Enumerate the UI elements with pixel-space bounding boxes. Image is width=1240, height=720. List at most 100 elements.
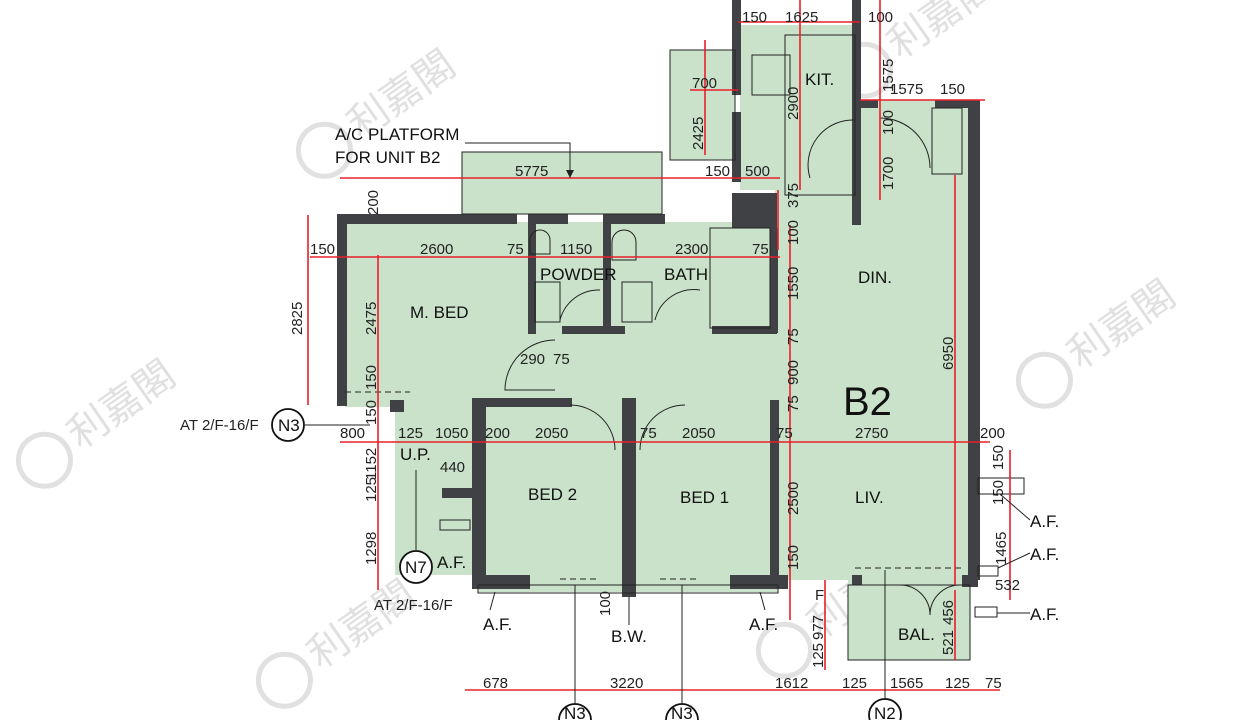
bath-vanity bbox=[621, 281, 653, 323]
powder-wall-top bbox=[528, 214, 568, 224]
dimension-lines bbox=[307, 0, 1011, 691]
leader-line bbox=[997, 552, 1031, 569]
dining-door bbox=[879, 117, 931, 169]
af-unit-right-1 bbox=[977, 477, 1025, 495]
af-label: A.F. bbox=[437, 553, 466, 572]
kitchen-wall-right bbox=[852, 0, 861, 225]
master-wall-top bbox=[337, 214, 517, 224]
leader-line bbox=[489, 591, 496, 611]
room-labels: KIT. DIN. LIV. M. BED POWDER BATH BED 2 … bbox=[400, 70, 935, 644]
kitchen-door bbox=[807, 119, 856, 179]
dim-v: 521 bbox=[940, 630, 957, 655]
af-label: A.F. bbox=[1030, 545, 1059, 564]
bath-door bbox=[654, 289, 701, 321]
dim-v: 150 bbox=[363, 400, 380, 425]
vertical-dimensions: 1575 2900 100 1700 2425 200 375 100 1550… bbox=[289, 59, 1010, 668]
dim-h: 1575 bbox=[890, 81, 923, 98]
dim-v: 1700 bbox=[880, 157, 897, 190]
dim-v: 1465 bbox=[993, 532, 1010, 565]
dim-h: 200 bbox=[980, 425, 1005, 442]
floors-note: AT 2/F-16/F bbox=[180, 417, 259, 434]
balcony-door-left bbox=[899, 584, 931, 616]
watermark-text: 利嘉閣 bbox=[880, 0, 1004, 67]
leader-line bbox=[465, 142, 571, 178]
dim-h: 800 bbox=[340, 425, 365, 442]
horizontal-dimensions: 150 1625 100 700 1575 150 5775 150 500 1… bbox=[310, 9, 1020, 692]
marker-circle bbox=[271, 408, 305, 442]
room-label-kitchen: KIT. bbox=[805, 70, 834, 89]
dim-v: 456 bbox=[940, 600, 957, 625]
dim-h: 75 bbox=[985, 675, 1002, 692]
af-label: A.F. bbox=[1030, 605, 1059, 624]
room-label-bath: BATH bbox=[664, 265, 708, 284]
bath-wall-bottom bbox=[712, 326, 777, 334]
af-label: A.F. bbox=[749, 615, 778, 634]
dim-h: 532 bbox=[995, 577, 1020, 594]
bay-window-outline bbox=[477, 584, 779, 594]
floor-drain-label: F bbox=[815, 587, 824, 604]
bath-wall-bottom-left bbox=[605, 326, 625, 334]
af-unit-right-2 bbox=[977, 565, 999, 577]
dim-v: 2500 bbox=[785, 482, 802, 515]
dim-h: 3220 bbox=[610, 675, 643, 692]
dim-v: 1152 bbox=[363, 448, 380, 480]
dim-h: 290 bbox=[520, 351, 545, 368]
dim-v: 2425 bbox=[690, 117, 707, 150]
dim-v: 1298 bbox=[363, 532, 380, 565]
marker-n3: N3 bbox=[278, 416, 300, 435]
dim-h: 125 bbox=[398, 425, 423, 442]
bath-wall-right bbox=[770, 228, 778, 333]
marker-n3: N3 bbox=[564, 704, 586, 720]
bath-wall-top bbox=[605, 214, 665, 224]
dim-h: 150 bbox=[940, 81, 965, 98]
dim-h: 5775 bbox=[515, 163, 548, 180]
watermark-text: 利嘉閣 bbox=[60, 353, 184, 458]
balcony-area bbox=[848, 580, 970, 660]
dim-v: 100 bbox=[785, 220, 802, 245]
dim-h: 2050 bbox=[535, 425, 568, 442]
room-label-balcony: BAL. bbox=[898, 625, 935, 644]
powder-wall-bottom bbox=[562, 326, 607, 334]
bed1-wall-right bbox=[770, 400, 779, 580]
dim-v: 125 bbox=[810, 643, 827, 668]
bed-divider-wall bbox=[622, 398, 636, 578]
balcony-post bbox=[852, 575, 862, 585]
powder-door bbox=[559, 289, 601, 321]
room-label-master-bed: M. BED bbox=[410, 303, 469, 322]
ac-platform-upper bbox=[670, 50, 735, 160]
east-wall bbox=[968, 100, 980, 580]
dim-h: 1625 bbox=[785, 9, 818, 26]
dim-h: 2050 bbox=[682, 425, 715, 442]
af-label: A.F. bbox=[1030, 512, 1059, 531]
dim-v: 375 bbox=[785, 183, 802, 208]
master-door bbox=[504, 339, 556, 391]
kitchen-area bbox=[740, 25, 858, 190]
af-label: A.F. bbox=[483, 615, 512, 634]
dim-v: 1550 bbox=[785, 267, 802, 300]
watermark-logo bbox=[1015, 351, 1073, 409]
bed2-wall-left bbox=[472, 398, 486, 580]
dim-h: 100 bbox=[868, 9, 893, 26]
ac-platform-outline bbox=[461, 151, 663, 215]
arrow-head bbox=[566, 170, 574, 178]
room-label-bed2: BED 2 bbox=[528, 485, 577, 504]
fixtures bbox=[345, 34, 1025, 661]
dim-v: 100 bbox=[597, 591, 614, 616]
marker-n7: N7 bbox=[405, 558, 427, 577]
dim-h: 1612 bbox=[775, 675, 808, 692]
room-label-living: LIV. bbox=[855, 488, 884, 507]
room-label-utility: U.P. bbox=[400, 445, 431, 464]
dim-h: 2750 bbox=[855, 425, 888, 442]
dim-h: 75 bbox=[776, 425, 793, 442]
dim-h: 75 bbox=[553, 351, 570, 368]
dim-v: 125 bbox=[363, 477, 380, 502]
watermark-logo bbox=[255, 651, 313, 709]
dim-v: 1575 bbox=[880, 59, 897, 92]
dim-v: 6950 bbox=[940, 337, 957, 370]
kitchen-wall-left bbox=[732, 0, 741, 95]
room-label-dining: DIN. bbox=[858, 268, 892, 287]
balcony-outline bbox=[847, 584, 971, 661]
powder-wall-left bbox=[528, 214, 536, 334]
dim-v: 200 bbox=[365, 190, 382, 215]
